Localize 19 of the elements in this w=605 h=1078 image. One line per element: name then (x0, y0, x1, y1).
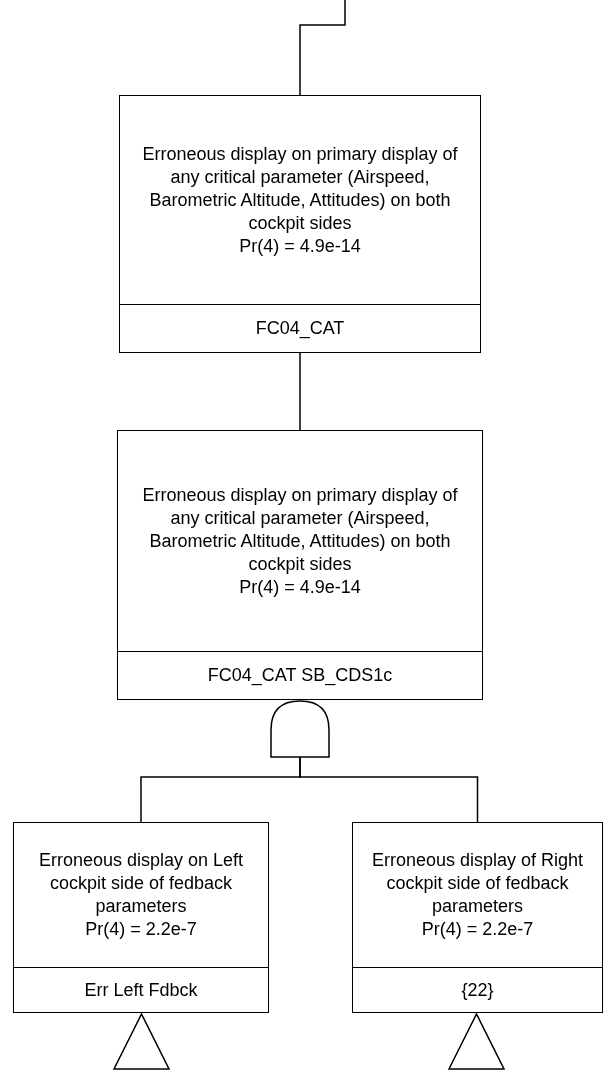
event-id: {22} (461, 978, 494, 1002)
event-description: Erroneous display on primary display of any critical parameter (Airspeed, Barometric Altitude, Attitudes) on both cockpit sides (141, 142, 459, 235)
event-box (352, 822, 603, 1013)
event-description: Erroneous display on Left cockpit side of fedback parameters (37, 849, 245, 918)
event-box (117, 430, 483, 700)
connector-line (299, 352, 301, 431)
probability-value: Pr(4) = 2.2e-7 (421, 918, 534, 941)
event-description: Erroneous display on primary display of any critical parameter (Airspeed, Barometric Altitude, Attitudes) on both cockpit sides (141, 483, 459, 576)
event-id: FC04_CAT SB_CDS1c (207, 664, 393, 688)
connector-line (299, 0, 346, 96)
event-id: Err Left Fdbck (84, 978, 198, 1002)
connector-line (299, 756, 479, 823)
probability-value: Pr(4) = 4.9e-14 (239, 575, 361, 599)
probability-value: Pr(4) = 2.2e-7 (85, 918, 197, 941)
event-box (119, 95, 481, 353)
event-description: Erroneous display of Right cockpit side of fedback parameters (370, 849, 585, 918)
event-box (13, 822, 269, 1013)
event-id: FC04_CAT (255, 317, 345, 341)
probability-value: Pr(4) = 4.9e-14 (239, 234, 361, 258)
